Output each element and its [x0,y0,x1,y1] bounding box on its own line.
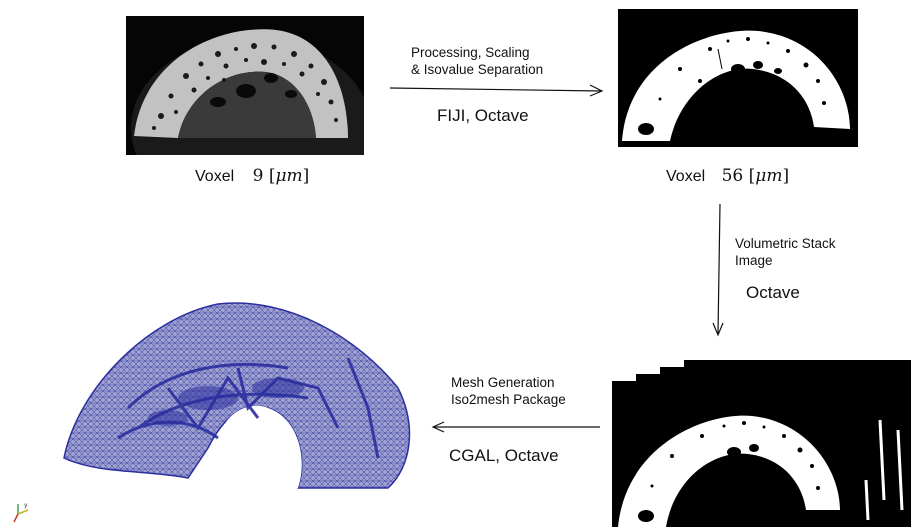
tetrahedral-mesh [58,298,418,504]
image-stack [612,360,911,527]
processing-caption: Processing, Scaling & Isovalue Separatio… [411,44,543,78]
mesh-line-1: Mesh Generation [451,374,566,391]
mesh-line-2: Iso2mesh Package [451,391,566,408]
binary-image [618,9,858,147]
processing-line-2: & Isovalue Separation [411,61,543,78]
stack-line-2: Image [735,252,836,269]
arrow-meshing [430,419,602,435]
mesh-caption: Mesh Generation Iso2mesh Package [451,374,566,408]
mesh-tools: CGAL, Octave [449,446,559,466]
svg-text:y: y [24,502,28,509]
voxel-unit-2: μm [755,166,782,186]
arrow-processing [388,82,606,98]
raw-voxel-label: Voxel 9 [μm] [195,166,309,186]
stack-tools: Octave [746,283,800,303]
processing-tools: FIJI, Octave [437,106,529,126]
voxel-value: 9 [253,166,264,186]
voxel-unit: μm [275,166,302,186]
voxel-word: Voxel [195,168,234,185]
stack-caption: Volumetric Stack Image [735,235,836,269]
voxel-word-2: Voxel [666,168,705,185]
voxel-value-2: 56 [722,166,744,186]
stack-line-1: Volumetric Stack [735,235,836,252]
axes-triad-icon: y [10,498,44,526]
raw-ct-image [126,16,364,155]
arrow-stacking [711,204,727,338]
processing-line-1: Processing, Scaling [411,44,543,61]
binary-voxel-label: Voxel 56 [μm] [666,166,789,186]
